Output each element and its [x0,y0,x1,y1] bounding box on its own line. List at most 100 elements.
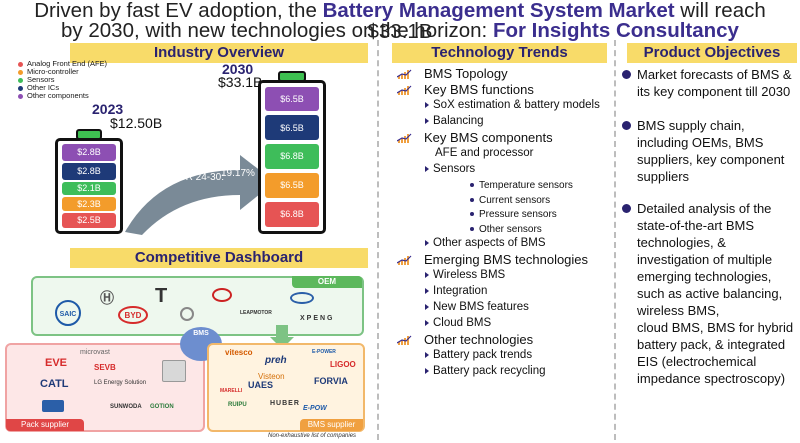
pack-supplier-panel [5,343,205,432]
bms-logo-ligoo: LIGOO [330,360,356,369]
dot-bullet-icon [470,197,474,202]
legend-item: Analog Front End (AFE) [18,60,107,68]
trend-chart-icon [397,255,412,265]
trend-text: Temperature sensors [479,180,573,191]
trend-item: Battery pack recycling [425,364,546,379]
trend-text: Other technologies [424,332,534,347]
bar-segment: $2.1B [62,182,116,195]
objective-line: cloud BMS, BMS for hybrid [637,320,794,335]
dot-bullet-icon [470,226,474,231]
trend-heading: BMS Topology [424,66,508,81]
trend-text: Wireless BMS [433,269,506,281]
objective-line: suppliers, key component [637,152,785,167]
bar-segment: $6.8B [265,143,319,170]
legend-item: Sensors [18,76,107,84]
trend-item: Cloud BMS [425,316,491,331]
trend-item: Other aspects of BMS [425,236,546,251]
trend-text: Current sensors [479,194,551,206]
objective-line: battery pack, & integrated [637,337,786,352]
footnote: Non-exhaustive list of companies [268,433,357,439]
trend-heading: Emerging BMS technologies [424,252,588,267]
bms-logo-marelli: MARELLI [220,388,243,394]
trend-item: SoX estimation & battery models [425,98,600,113]
bar-segment: $6.8B [265,201,319,227]
bms-logo-visteon: Visteon [258,372,285,381]
pack-logo-microvast: microvast [80,349,110,356]
bms-logo-epow: E-POW [303,405,327,412]
trend-text: BMS Topology [424,66,508,81]
bar-segment: $2.8B [62,144,116,161]
headline-text: by 2030, with new technologies on the ho… [61,19,493,42]
trend-text: Key BMS functions [424,82,534,97]
legend-item: Other components [18,92,107,100]
triangle-bullet-icon [425,101,429,108]
legend-label: Analog Front End (AFE) [27,59,108,68]
objective-bullet-icon [622,70,631,79]
trend-text: Balancing [433,115,484,127]
pack-logo-sunwoda: SUNWODA [110,404,142,410]
car-logo-icon [180,307,194,321]
column-divider [377,40,379,440]
pack-logo-icon [42,400,64,412]
objective-line: technologies, & [637,235,726,250]
headline-text: Driven by fast EV adoption, the [34,0,323,22]
trend-text: SoX estimation & battery models [433,99,600,111]
objective-bullet-icon [622,121,631,130]
bar-segment: $2.3B [62,196,116,211]
total-2023: $12.50B [110,115,163,131]
legend-label: Other components [27,91,89,100]
bar-segment: $6.5B [265,115,319,140]
trend-item: Integration [425,284,487,299]
trend-item: Temperature sensors [470,178,573,193]
headline-text: will reach $33.1B [367,0,766,43]
competitive-dashboard-title: Competitive Dashboard [70,248,368,268]
trend-text: Emerging BMS technologies [424,252,589,267]
trend-item: Current sensors [470,193,550,208]
trend-chart-icon [397,69,412,79]
bar-segment: $6.5B [265,87,319,112]
pack-logo-sevb: SEVB [94,363,116,372]
tesla-logo-icon: T [155,285,168,307]
year-label-2023: 2023 [92,101,124,117]
triangle-bullet-icon [425,367,429,374]
bar-segment: $6.5B [265,173,319,198]
cagr-label: CAGR 24-30: [164,172,225,183]
dot-bullet-icon [470,183,474,188]
oem-logo-byd: BYD [118,306,148,324]
trend-text: Other aspects of BMS [433,237,546,249]
triangle-bullet-icon [425,271,429,278]
trend-chart-icon [397,133,412,143]
objective-line: its key component till 2030 [637,84,791,99]
pack-logo-lges: LG Energy Solution [94,380,147,386]
trend-item: Other sensors [470,222,542,237]
trend-heading: Other technologies [424,332,533,347]
bms-logo-forvia: FORVIA [314,376,348,386]
trend-text: Integration [433,285,488,297]
triangle-bullet-icon [425,351,429,358]
headline-line-2: by 2030, with new technologies on the ho… [0,20,800,41]
bms-logo-huber: HUBER [270,400,300,407]
geely-logo-icon [290,292,314,304]
trend-item: AFE and processor [435,146,533,161]
trend-item: Battery pack trends [425,348,532,363]
bms-supplier-tag: BMS supplier [300,419,363,431]
industry-overview-title: Industry Overview [70,43,368,63]
total-2030: $33.1B [218,74,263,90]
bar-segment: $2.8B [62,163,116,180]
trend-text: Key BMS components [424,130,553,145]
bms-supplier-panel [207,343,365,432]
oem-logo-saic: SAIC [55,300,81,326]
trend-item: Balancing [425,114,484,129]
triangle-bullet-icon [425,165,429,172]
legend-swatch [18,69,23,75]
growth-arrow [125,155,275,235]
objective-line: investigation of multiple [637,252,773,267]
oem-logo-xpeng: XPENG [300,315,335,322]
pack-logo-catl: CATL [40,378,69,390]
triangle-bullet-icon [425,287,429,294]
trend-text: Battery pack trends [433,349,533,361]
legend-item: Other ICs [18,84,107,92]
oem-tag: OEM [292,276,362,288]
trend-heading: Key BMS functions [424,82,534,97]
